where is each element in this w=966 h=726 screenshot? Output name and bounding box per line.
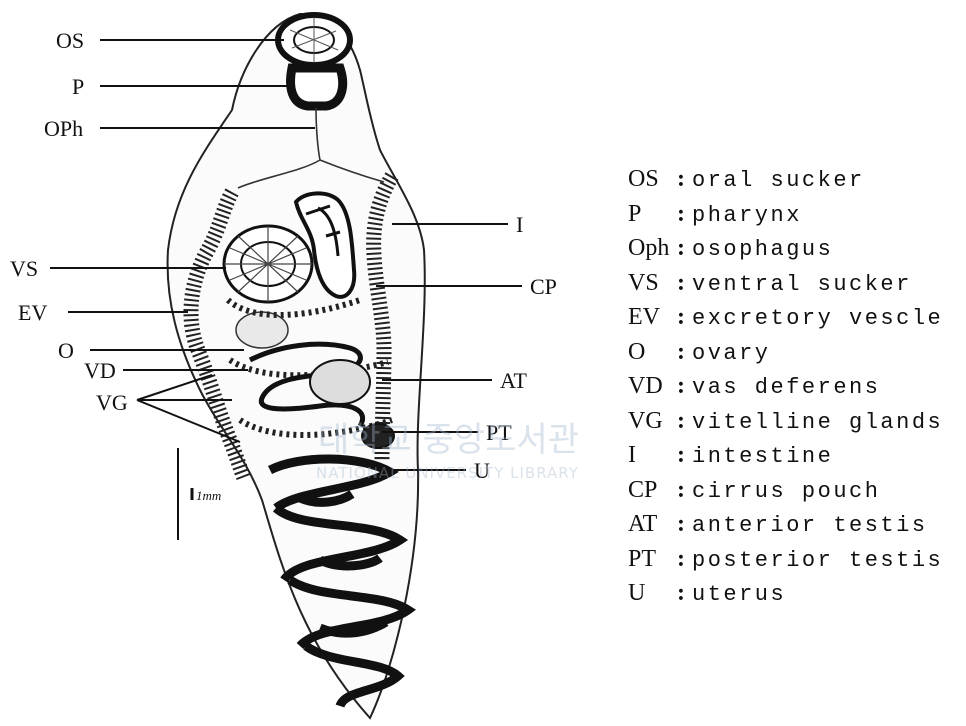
legend-term: vitelline glands	[692, 410, 943, 435]
legend-row: VG:vitelline glands	[628, 404, 964, 439]
label-cp: CP	[530, 274, 557, 299]
legend-term: anterior testis	[692, 513, 928, 538]
label-vd: VD	[84, 358, 116, 383]
posterior-testis	[362, 424, 394, 448]
legend-colon: :	[670, 162, 692, 196]
legend-colon: :	[670, 231, 692, 265]
legend-row: Oph:osophagus	[628, 231, 964, 266]
label-vg: VG	[96, 390, 128, 415]
legend-term: ventral sucker	[692, 272, 912, 297]
legend-row: EV:excretory vescle	[628, 300, 964, 335]
label-p: P	[72, 74, 84, 99]
scale-bar-label: 1mm	[196, 488, 221, 503]
legend-abbr: CP	[628, 473, 670, 507]
legend-term: excretory vescle	[692, 306, 943, 331]
legend-term: oral sucker	[692, 168, 865, 193]
label-o: O	[58, 338, 74, 363]
legend-abbr: VD	[628, 369, 670, 403]
legend-term: posterior testis	[692, 548, 943, 573]
legend-row: CP:cirrus pouch	[628, 473, 964, 508]
anterior-testis	[310, 360, 370, 404]
legend-abbr: P	[628, 197, 670, 231]
legend-row: P:pharynx	[628, 197, 964, 232]
label-i: I	[516, 212, 523, 237]
legend-row: U:uterus	[628, 576, 964, 611]
legend-abbr: VG	[628, 404, 670, 438]
ventral-sucker	[224, 226, 312, 302]
legend-colon: :	[670, 576, 692, 610]
legend-colon: :	[670, 266, 692, 300]
legend-colon: :	[670, 335, 692, 369]
legend-abbr: O	[628, 335, 670, 369]
label-at: AT	[500, 368, 527, 393]
legend-abbr: EV	[628, 300, 670, 334]
legend-abbr: U	[628, 576, 670, 610]
legend-row: OS:oral sucker	[628, 162, 964, 197]
legend-abbr: OS	[628, 162, 670, 196]
legend-term: uterus	[692, 582, 786, 607]
legend-colon: :	[670, 300, 692, 334]
legend-term: cirrus pouch	[692, 479, 880, 504]
legend-colon: :	[670, 369, 692, 403]
legend-colon: :	[670, 507, 692, 541]
oral-sucker	[278, 15, 350, 65]
legend-abbr: AT	[628, 507, 670, 541]
label-pt: PT	[486, 420, 512, 445]
ovary	[236, 312, 288, 348]
body-outline	[168, 14, 425, 718]
legend-abbr: I	[628, 438, 670, 472]
legend-colon: :	[670, 197, 692, 231]
legend-row: I:intestine	[628, 438, 964, 473]
label-u: U	[474, 458, 490, 483]
legend-term: osophagus	[692, 237, 833, 262]
label-os: OS	[56, 28, 84, 53]
legend-abbr: Oph	[628, 231, 670, 265]
legend-term: pharynx	[692, 203, 802, 228]
legend-abbr: PT	[628, 542, 670, 576]
legend-row: VS:ventral sucker	[628, 266, 964, 301]
label-vs: VS	[10, 256, 38, 281]
legend-colon: :	[670, 438, 692, 472]
legend-row: VD:vas deferens	[628, 369, 964, 404]
legend-row: AT:anterior testis	[628, 507, 964, 542]
legend-row: O:ovary	[628, 335, 964, 370]
legend-abbr: VS	[628, 266, 670, 300]
legend-colon: :	[670, 473, 692, 507]
legend-term: ovary	[692, 341, 771, 366]
legend-colon: :	[670, 404, 692, 438]
label-ev: EV	[18, 300, 47, 325]
label-oph: OPh	[44, 116, 83, 141]
legend-term: intestine	[692, 444, 833, 469]
legend-colon: :	[670, 542, 692, 576]
legend-term: vas deferens	[692, 375, 880, 400]
legend-row: PT:posterior testis	[628, 542, 964, 577]
pharynx	[291, 68, 343, 106]
scale-bar: 1mm	[178, 448, 221, 540]
